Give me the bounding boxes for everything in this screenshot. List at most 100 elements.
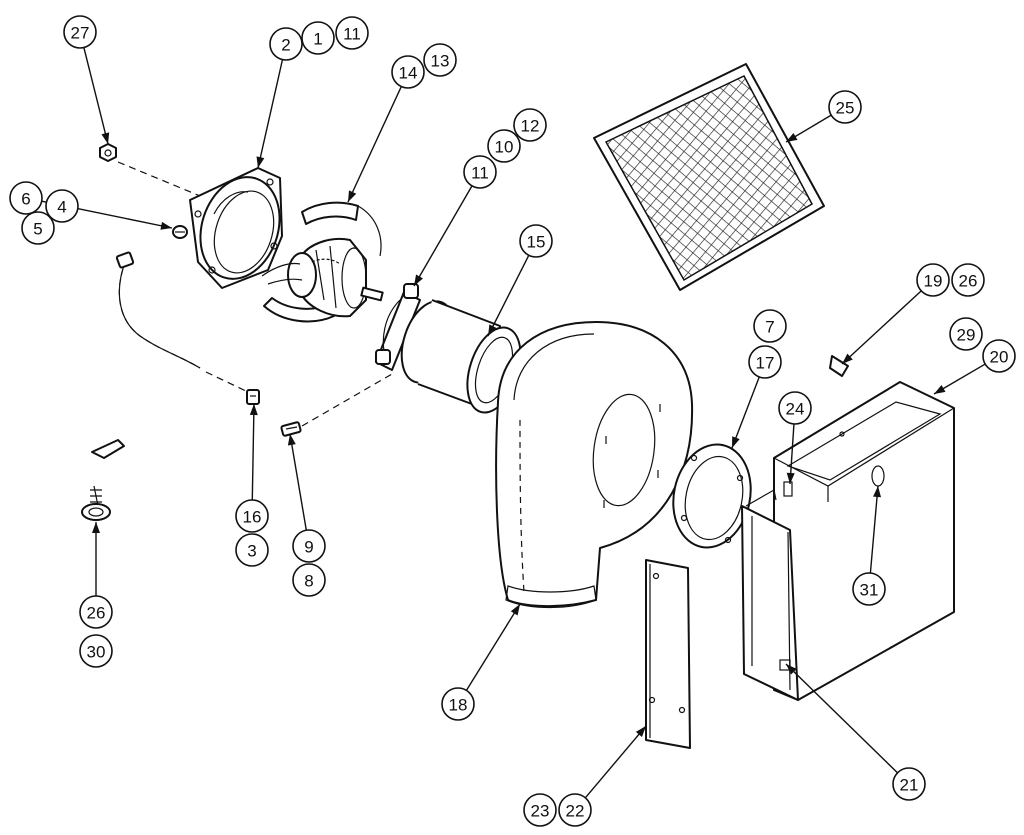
leader-c18 bbox=[465, 603, 521, 691]
callout-6: 6 bbox=[9, 181, 43, 215]
callout-number: 20 bbox=[990, 348, 1009, 367]
callout-circle bbox=[292, 529, 326, 563]
callout-number: 3 bbox=[247, 542, 256, 561]
blower-motor bbox=[261, 238, 384, 318]
callout-number: 18 bbox=[449, 696, 468, 715]
callout-number: 16 bbox=[243, 508, 262, 527]
arrowhead-c21 bbox=[786, 664, 797, 675]
callout-2: 2 bbox=[269, 27, 303, 61]
callout-16: 16 bbox=[235, 499, 269, 533]
callout-number: 24 bbox=[786, 400, 805, 419]
callout-circle bbox=[513, 108, 547, 142]
callout-circle bbox=[982, 339, 1016, 373]
arrowhead-c18 bbox=[510, 604, 520, 616]
callout-14: 14 bbox=[391, 55, 425, 89]
callout-17: 17 bbox=[748, 345, 782, 379]
callout-25: 25 bbox=[828, 90, 862, 124]
callout-circle bbox=[519, 224, 553, 258]
leader-c11b bbox=[413, 185, 473, 287]
callout-circle bbox=[852, 572, 886, 606]
callout-number: 19 bbox=[924, 272, 943, 291]
assembly-line-16 bbox=[205, 371, 249, 393]
arrowhead-c25 bbox=[786, 132, 798, 142]
clip-26 bbox=[91, 439, 125, 459]
callout-21: 21 bbox=[892, 767, 926, 801]
callout-23: 23 bbox=[523, 793, 557, 827]
leader-c27a bbox=[83, 47, 109, 145]
callout-number: 6 bbox=[21, 190, 30, 209]
callout-19: 19 bbox=[916, 263, 950, 297]
callout-circle bbox=[79, 634, 113, 668]
callout-circle bbox=[9, 181, 43, 215]
callout-circle bbox=[463, 155, 497, 189]
callout-5: 5 bbox=[21, 211, 55, 245]
callout-number: 21 bbox=[900, 776, 919, 795]
leader-c21 bbox=[785, 663, 899, 774]
callout-30: 30 bbox=[79, 634, 113, 668]
callout-circle bbox=[892, 767, 926, 801]
callout-11: 11 bbox=[463, 155, 497, 189]
callout-circle bbox=[523, 793, 557, 827]
blower-wheel-15 bbox=[400, 299, 522, 414]
callout-circle bbox=[235, 499, 269, 533]
arrowhead-c15 bbox=[488, 324, 497, 336]
callout-29: 29 bbox=[949, 317, 983, 351]
callout-10: 10 bbox=[487, 129, 521, 163]
callout-circle bbox=[828, 90, 862, 124]
callout-number: 25 bbox=[836, 99, 855, 118]
leader-c15 bbox=[487, 254, 530, 337]
callout-9: 9 bbox=[292, 529, 326, 563]
callout-number: 9 bbox=[304, 538, 313, 557]
box-housing-20 bbox=[741, 381, 955, 701]
callout-20: 20 bbox=[982, 339, 1016, 373]
assembly-line-9 bbox=[301, 373, 393, 427]
callout-31: 31 bbox=[852, 572, 886, 606]
assembly-line-27 bbox=[117, 161, 206, 199]
callout-circle bbox=[63, 15, 97, 49]
callout-number: 15 bbox=[527, 233, 546, 252]
callout-24: 24 bbox=[778, 391, 812, 425]
callout-number: 17 bbox=[756, 354, 775, 373]
arrowhead-c31 bbox=[873, 486, 882, 498]
screw-4 bbox=[172, 225, 188, 239]
callout-18: 18 bbox=[441, 687, 475, 721]
callout-circle bbox=[748, 345, 782, 379]
callout-number: 30 bbox=[87, 643, 106, 662]
callout-8: 8 bbox=[292, 563, 326, 597]
arrowhead-c27a bbox=[101, 132, 110, 144]
clamp-11 bbox=[375, 283, 421, 371]
leader-c31 bbox=[869, 485, 879, 574]
nut-27 bbox=[99, 143, 117, 162]
callout-circle bbox=[235, 533, 269, 567]
callout-circle bbox=[79, 595, 113, 629]
leader-c16 bbox=[251, 403, 255, 501]
callout-number: 14 bbox=[399, 64, 418, 83]
callout-number: 26 bbox=[959, 272, 978, 291]
screw-30 bbox=[81, 485, 111, 521]
callout-11: 11 bbox=[335, 16, 369, 50]
arrowhead-c24 bbox=[786, 472, 795, 484]
callout-circle bbox=[951, 263, 985, 297]
arrowhead-c14 bbox=[348, 190, 357, 202]
callout-circle bbox=[558, 793, 592, 827]
arrowhead-c17 bbox=[732, 436, 740, 448]
arrowhead-c19 bbox=[842, 353, 853, 364]
callout-number: 11 bbox=[471, 164, 489, 183]
callout-circle bbox=[391, 55, 425, 89]
arrowhead-c16 bbox=[249, 404, 258, 416]
callout-circle bbox=[423, 43, 457, 77]
bolt-16 bbox=[246, 389, 260, 405]
callout-number: 1 bbox=[313, 30, 322, 49]
arrowhead-c2 bbox=[256, 156, 265, 168]
callout-circle bbox=[269, 27, 303, 61]
leader-c9 bbox=[289, 433, 308, 531]
arrowhead-c9 bbox=[287, 434, 296, 446]
callout-circle bbox=[335, 16, 369, 50]
leader-lines bbox=[41, 47, 986, 799]
arrowhead-c11b bbox=[414, 274, 423, 286]
leader-c14 bbox=[347, 86, 402, 203]
air-filter-25 bbox=[593, 63, 825, 291]
callout-number: 23 bbox=[531, 802, 550, 821]
callout-circle bbox=[778, 391, 812, 425]
